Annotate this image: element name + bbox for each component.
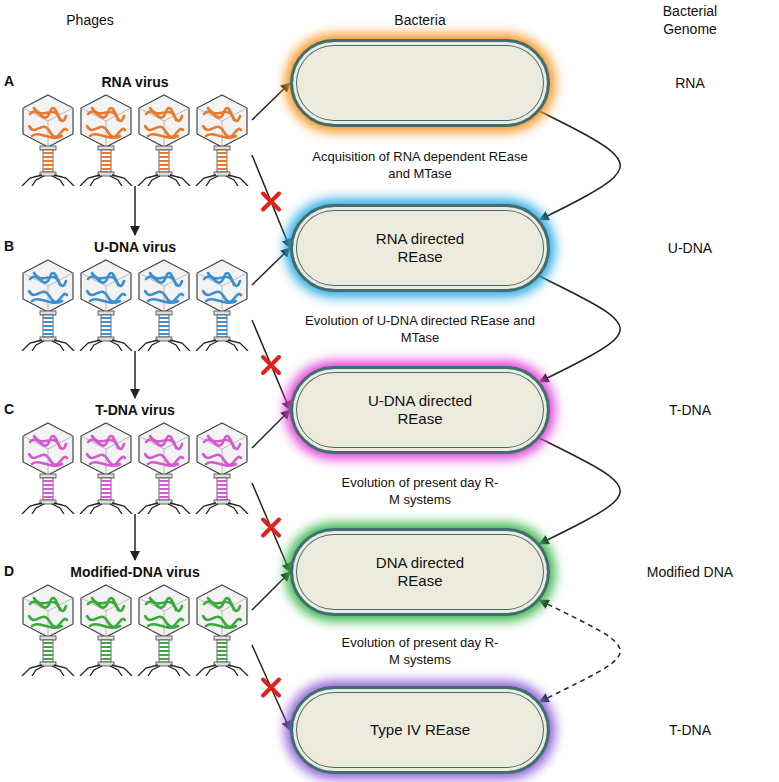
bacterium-cell: Type IV REase — [290, 686, 550, 774]
arrow — [252, 483, 290, 572]
genome-type: RNA — [675, 74, 705, 92]
phage-group: Modified-DNA virus — [18, 560, 252, 676]
blocked-marks — [263, 194, 279, 696]
cell-label: RNA directed REase — [362, 230, 478, 266]
arrow — [252, 155, 290, 248]
transition-note: Evolution of U-DNA directed REase and MT… — [305, 313, 535, 347]
arrow — [252, 83, 290, 120]
connectors — [135, 83, 620, 730]
bacterium-cell: U-DNA directed REase — [290, 366, 550, 454]
phage-group: U-DNA virus — [18, 235, 252, 351]
phage-row — [22, 260, 248, 351]
transition-note: Evolution of present day R-M systems — [340, 475, 500, 509]
panel-letter: D — [4, 562, 14, 580]
arrow — [540, 438, 621, 543]
arrow — [540, 111, 621, 219]
phage-row — [22, 95, 248, 186]
bacterium-cell: DNA directed REase — [290, 528, 550, 616]
arrow — [134, 186, 136, 235]
cell-label: Type IV REase — [370, 721, 470, 739]
arrow — [134, 514, 136, 560]
arrow — [252, 572, 290, 610]
phage-group: RNA virus — [18, 70, 252, 186]
red-cross — [263, 520, 279, 536]
phage-label: RNA virus — [98, 74, 171, 90]
arrow — [134, 351, 136, 398]
dashed-arrow — [540, 600, 621, 701]
arrow — [540, 276, 621, 381]
genome-type: T-DNA — [669, 721, 711, 739]
panel-letter: A — [4, 72, 14, 90]
red-cross — [263, 194, 279, 210]
phage-row — [22, 585, 248, 676]
red-cross — [263, 680, 279, 696]
column-header: Phages — [66, 11, 113, 29]
genome-type: U-DNA — [668, 239, 712, 257]
cell-label: U-DNA directed REase — [362, 392, 478, 428]
red-cross — [263, 357, 279, 373]
arrow — [252, 645, 290, 730]
phage-label: U-DNA virus — [91, 239, 179, 255]
phage-label: Modified-DNA virus — [67, 564, 202, 580]
column-header: Bacteria — [394, 11, 445, 29]
phage-label: T-DNA virus — [92, 402, 178, 418]
panel-letter: B — [4, 237, 14, 255]
arrow — [252, 320, 290, 410]
bacterium-cell — [290, 39, 550, 127]
bacterium-cell: RNA directed REase — [290, 204, 550, 292]
column-header: Bacterial Genome — [646, 2, 735, 38]
cell-label: DNA directed REase — [362, 554, 478, 590]
transition-note: Acquisition of RNA dependent REase and M… — [305, 149, 535, 183]
phage-group: T-DNA virus — [18, 398, 252, 514]
genome-type: T-DNA — [669, 401, 711, 419]
panel-letter: C — [4, 400, 14, 418]
phage-row — [22, 423, 248, 514]
transition-note: Evolution of present day R-M systems — [340, 635, 500, 669]
arrow — [252, 410, 290, 448]
genome-type: Modified DNA — [647, 563, 733, 581]
arrow — [252, 248, 290, 285]
